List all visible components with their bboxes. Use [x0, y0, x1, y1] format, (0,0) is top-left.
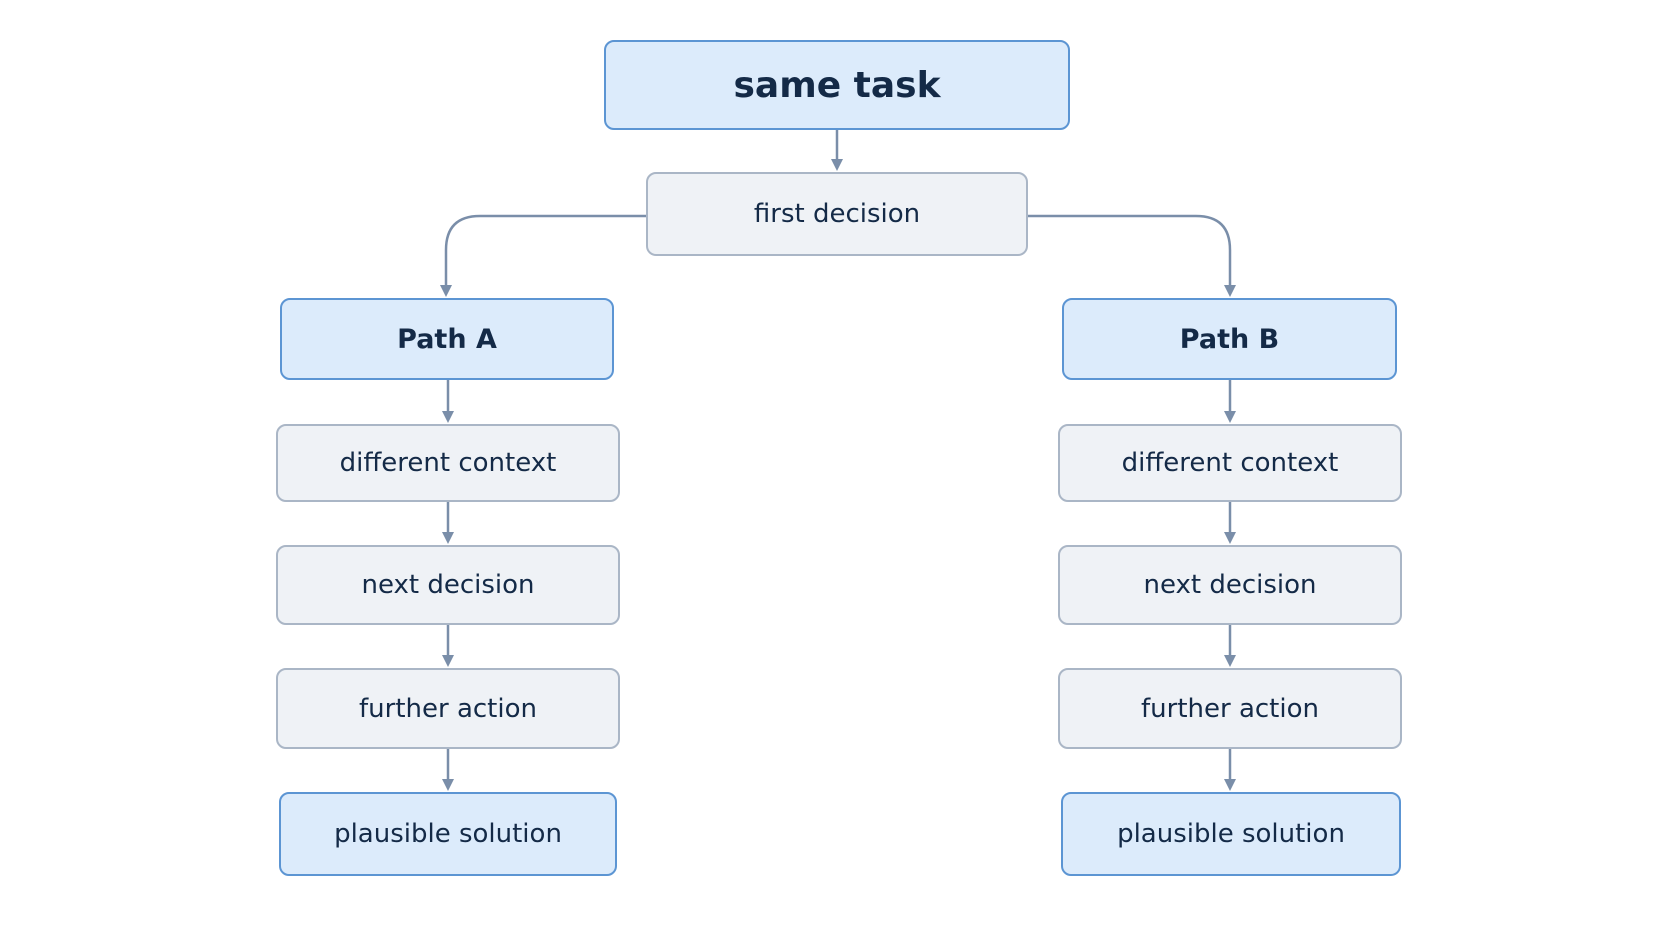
connector-decision-to-path-b [1028, 214, 1236, 297]
path-a-result-label: plausible solution [334, 819, 562, 849]
path-a-step-next-decision: next decision [276, 545, 620, 625]
path-a-title: Path A [397, 323, 497, 355]
path-a-step-label: further action [359, 693, 537, 724]
root-task-node: same task [604, 40, 1070, 130]
first-decision-node: first decision [646, 172, 1028, 256]
path-b-step-further-action: further action [1058, 668, 1402, 749]
path-b-result-node: plausible solution [1061, 792, 1401, 876]
path-b-step-label: further action [1141, 693, 1319, 724]
path-a-node: Path A [280, 298, 614, 380]
path-b-step-label: next decision [1143, 570, 1317, 600]
path-a-result-node: plausible solution [279, 792, 617, 876]
path-b-step-context: different context [1058, 424, 1402, 502]
path-b-node: Path B [1062, 298, 1397, 380]
path-b-step-label: different context [1121, 448, 1339, 478]
path-b-step-next-decision: next decision [1058, 545, 1402, 625]
path-a-step-context: different context [276, 424, 620, 502]
path-a-step-label: different context [339, 448, 557, 478]
root-task-label: same task [733, 64, 941, 106]
path-a-step-label: next decision [361, 570, 535, 600]
first-decision-label: first decision [753, 199, 921, 229]
path-b-result-label: plausible solution [1117, 819, 1345, 849]
connector-decision-to-path-a [440, 214, 646, 297]
path-b-title: Path B [1179, 323, 1280, 355]
path-a-step-further-action: further action [276, 668, 620, 749]
